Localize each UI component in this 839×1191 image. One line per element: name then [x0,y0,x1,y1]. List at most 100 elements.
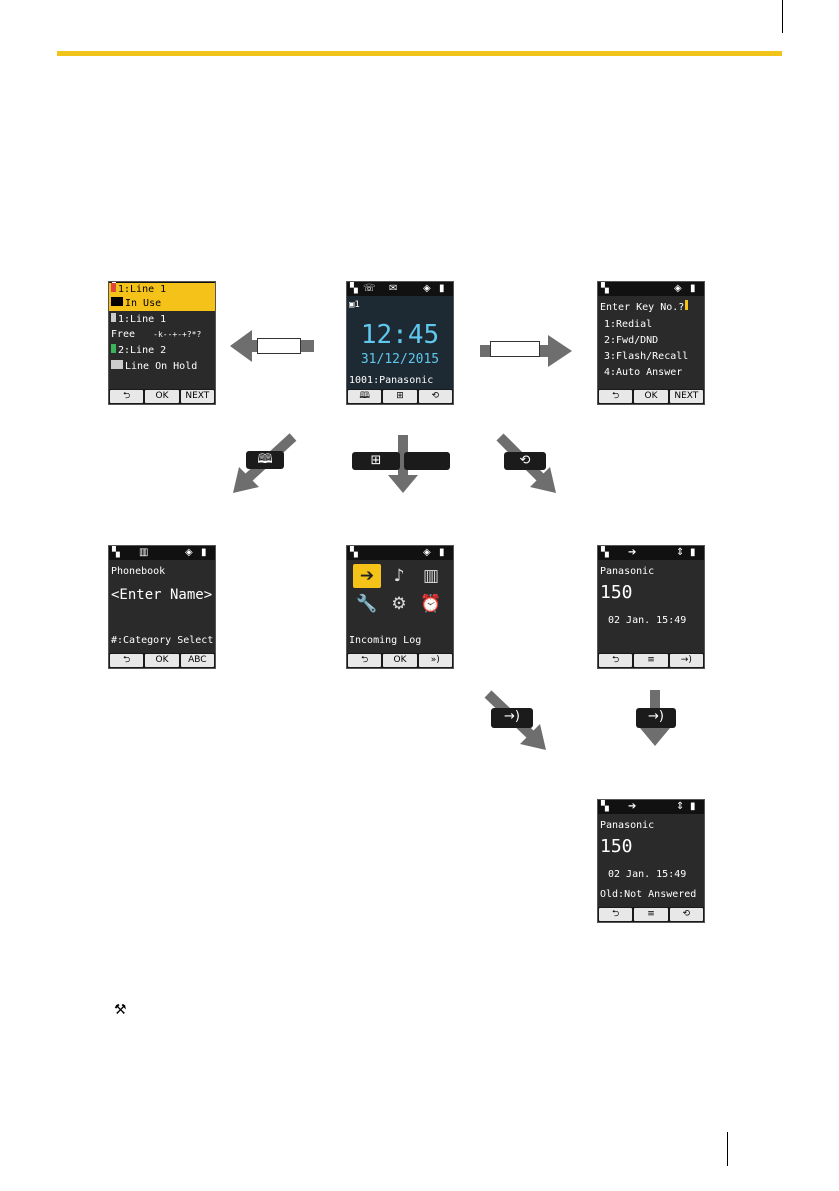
calllog-softkey[interactable]: ⟲ [418,390,452,403]
call-log-key: ⟲ [504,452,546,470]
next-softkey[interactable]: NEXT [180,390,214,403]
line-row-4: Free -k--+-+?*? [111,329,202,340]
back-softkey[interactable]: ⮌ [599,654,633,667]
phonebook-softkey[interactable]: 🕮 [348,390,382,403]
list-softkey[interactable]: ≡ [634,654,668,667]
back-softkey[interactable]: ⮌ [110,654,144,667]
phonebook-icon[interactable]: ▥ [422,566,440,586]
standby-date: 31/12/2015 [360,352,440,367]
signal-icon: ▚ [112,547,120,558]
ringer-settings-icon[interactable]: ♪ [393,566,405,586]
standby-time: 12:45 [360,320,440,350]
call-log-screen: ▚ ➔ ⇕ ▮ Panasonic 150 02 Jan. 15:49 ⮌ ≡ … [597,545,705,669]
softkey-bar: ⮌ ≡ →) [598,653,704,668]
select-softkey[interactable]: ») [418,654,452,667]
status-bar: ▚ ▥ ◈ ▮ [109,546,215,560]
call-softkey[interactable]: ⟲ [669,908,703,921]
signal-icon: ▚ [350,283,358,294]
battery-icon: ▮ [690,801,696,812]
battery-icon: ▮ [439,283,445,294]
left-nav-key [257,338,301,354]
back-softkey[interactable]: ⮌ [599,390,633,403]
incoming-call-icon: ➔ [628,547,637,558]
signal-icon: ▚ [601,283,609,294]
menu-screen: ▚ ◈ ▮ ➔ ♪ ▥ 🔧 ⚙ ⏰ Incoming Log ⮌ OK ») [346,545,454,669]
softkey-bar: ⮌ OK NEXT [109,389,215,404]
line-idle-icon [111,313,116,322]
line-status-screen: ▚ 1:Line 1 In Use 1:Line 1 Free -k--+-+?… [108,281,216,405]
ok-softkey[interactable]: OK [145,654,179,667]
feature-item-3[interactable]: 3:Flash/Recall [604,351,689,362]
phonebook-key: 🕮 [246,451,284,469]
line-row-1: 1:Line 1 [109,283,215,297]
updown-icon: ⇕ [676,547,685,558]
line-inuse-icon [111,297,123,306]
feature-item-2[interactable]: 2:Fwd/DND [604,335,659,346]
back-softkey[interactable]: ⮌ [599,908,633,921]
ok-softkey[interactable]: OK [145,390,179,403]
alarm-clock-icon[interactable]: ⏰ [420,594,442,614]
wrench-icon[interactable]: 🔧 [356,594,378,614]
softkey-bar: 🕮 ⊞ ⟲ [347,389,453,404]
standby-screen: ▚ ☏ ✉ ◈ ▮ ▣1 12:45 31/12/2015 1001:Panas… [346,281,454,405]
signal-icon: ▚ [350,547,358,558]
cursor [685,300,689,310]
softkey-bar: ⮌ OK ABC [109,653,215,668]
incoming-key-b: →) [636,708,676,728]
footer-divider [727,1132,728,1166]
abc-softkey[interactable]: ABC [180,654,214,667]
nav-icon: ◈ [423,547,431,558]
status-bar: ▚ ➔ ⇕ ▮ [598,546,704,560]
phonebook-name-field[interactable]: <Enter Name> [111,587,213,603]
phonebook-hint: #:Category Select [111,635,214,646]
mail-icon: ✉ [389,283,398,294]
feature-key-screen: ▚ ◈ ▮ Enter Key No.? 1:Redial 2:Fwd/DND … [597,281,705,405]
battery-icon: ▮ [201,547,207,558]
right-nav-key [490,341,540,357]
next-softkey[interactable]: NEXT [669,390,703,403]
line-hold-icon [111,360,123,369]
ok-softkey[interactable]: OK [634,390,668,403]
list-softkey[interactable]: ≡ [634,908,668,921]
battery-icon: ▮ [439,547,445,558]
call-log-detail-screen: ▚ ➔ ⇕ ▮ Panasonic 150 02 Jan. 15:49 Old:… [597,799,705,923]
line-row-3: 1:Line 1 [111,313,166,327]
battery-icon: ▮ [690,547,696,558]
feature-prompt: Enter Key No.? [600,300,689,315]
softkey-bar: ⮌ ≡ ⟲ [598,907,704,922]
line-row-6: Line On Hold [111,360,197,374]
feature-item-4[interactable]: 4:Auto Answer [604,367,683,378]
line-red-icon [111,283,116,292]
updown-icon: ⇕ [676,801,685,812]
ok-softkey[interactable]: OK [383,654,417,667]
back-softkey[interactable]: ⮌ [110,390,144,403]
status-bar: ▚ ☏ ✉ ◈ ▮ [347,282,453,296]
call-softkey[interactable]: →) [669,654,703,667]
phonebook-icon: ▥ [139,547,149,558]
incoming-key-a: →) [491,708,533,728]
menu-icon-grid: ➔ ♪ ▥ 🔧 ⚙ ⏰ [353,564,447,616]
incoming-log-icon[interactable]: ➔ [353,564,381,588]
menu-softkey[interactable]: ⊞ [383,390,417,403]
nav-icon: ◈ [185,547,193,558]
feature-item-1[interactable]: 1:Redial [604,319,653,330]
arrow-down [388,435,418,493]
nav-icon: ◈ [423,283,431,294]
tools-icon: ⚒ [114,1002,127,1018]
line-row-5: 2:Line 2 [111,344,166,358]
line-green-icon [111,344,116,353]
menu-key-alt [404,452,450,470]
back-softkey[interactable]: ⮌ [348,654,382,667]
caller-name: Panasonic [600,820,655,831]
call-time: 02 Jan. 15:49 [608,615,687,626]
signal-icon: ▚ [601,547,609,558]
caller-number: 150 [600,836,633,857]
ringer-icon: ☏ [363,283,376,294]
line-indicator: ▣1 [349,300,360,310]
menu-key: ⊞ [352,452,400,470]
status-bar: ▚ ◈ ▮ [598,282,704,296]
call-time: 02 Jan. 15:49 [608,869,687,880]
free-glyphs: -k--+-+?*? [153,330,202,339]
system-settings-icon[interactable]: ⚙ [391,594,407,614]
incoming-call-icon: ➔ [628,801,637,812]
